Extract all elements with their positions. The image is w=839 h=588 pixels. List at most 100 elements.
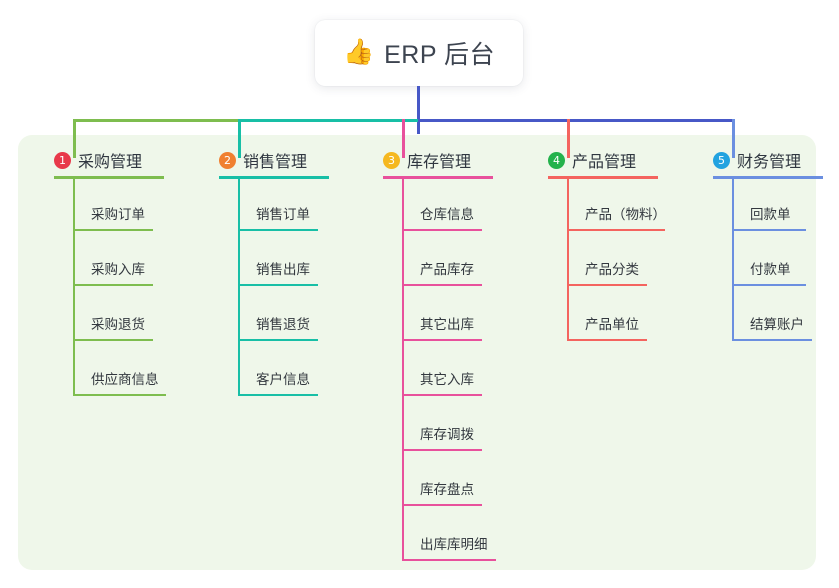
leaf-item-label: 其它入库 <box>420 372 474 387</box>
leaf-item[interactable]: 产品（物料） <box>567 176 666 231</box>
branch-header-5[interactable]: 5 财务管理 <box>695 145 801 175</box>
leaf-item[interactable]: 回款单 <box>732 176 806 231</box>
leaf-item-underline <box>73 339 153 341</box>
leaf-item-label: 结算账户 <box>750 317 804 332</box>
leaf-item-underline <box>402 504 482 506</box>
branch-title-3: 库存管理 <box>407 154 472 171</box>
root-node-card[interactable]: 👍 ERP 后台 <box>315 20 523 86</box>
branch-column-5: 5 财务管理回款单付款单结算账户 <box>695 145 823 341</box>
leaf-item-underline <box>73 284 153 286</box>
branch-drop-3 <box>402 119 405 158</box>
branch-badge-5: 5 <box>713 151 730 169</box>
branch-title-2: 销售管理 <box>243 154 308 171</box>
leaf-item-underline <box>732 284 806 286</box>
leaf-item-underline <box>567 339 647 341</box>
branch-column-3: 3 库存管理仓库信息产品库存其它出库其它入库库存调拨库存盘点出库库明细 <box>365 145 496 561</box>
leaf-item-label: 采购订单 <box>91 207 145 222</box>
leaf-item-underline <box>238 394 318 396</box>
leaf-item-label: 销售出库 <box>256 262 310 277</box>
leaf-item-label: 回款单 <box>750 207 791 222</box>
leaf-item[interactable]: 销售出库 <box>238 231 318 286</box>
leaf-item-label: 产品库存 <box>420 262 474 277</box>
leaf-item-label: 销售订单 <box>256 207 310 222</box>
leaf-item[interactable]: 采购入库 <box>73 231 153 286</box>
leaf-item[interactable]: 产品库存 <box>402 231 482 286</box>
leaf-item-label: 采购入库 <box>91 262 145 277</box>
leaf-item-underline <box>402 449 482 451</box>
leaf-item-underline <box>567 284 647 286</box>
leaf-item-label: 库存盘点 <box>420 482 474 497</box>
leaf-item[interactable]: 其它入库 <box>402 341 482 396</box>
leaf-item-underline <box>567 229 665 231</box>
leaf-item-underline <box>73 394 166 396</box>
bus-segment-1 <box>73 119 238 122</box>
bus-segment-2 <box>238 119 418 122</box>
branch-badge-4: 4 <box>548 151 565 169</box>
branch-drop-2 <box>238 119 241 158</box>
branch-spine-2 <box>238 176 240 396</box>
branch-badge-2: 2 <box>219 151 236 169</box>
root-node-title: ERP 后台 <box>384 41 496 69</box>
leaf-item-underline <box>402 284 482 286</box>
diagram-background-panel <box>18 135 816 570</box>
leaf-item-underline <box>402 559 496 561</box>
branch-column-2: 2 销售管理销售订单销售出库销售退货客户信息 <box>201 145 329 396</box>
branch-header-3[interactable]: 3 库存管理 <box>365 145 471 175</box>
leaf-item-label: 产品分类 <box>585 262 639 277</box>
leaf-item[interactable]: 库存盘点 <box>402 451 482 506</box>
leaf-item-underline <box>402 339 482 341</box>
branch-underline-3 <box>383 176 493 179</box>
leaf-item-label: 采购退货 <box>91 317 145 332</box>
leaf-item-label: 付款单 <box>750 262 791 277</box>
leaf-item-label: 其它出库 <box>420 317 474 332</box>
leaf-item-label: 客户信息 <box>256 372 310 387</box>
leaf-item-underline <box>238 229 318 231</box>
branch-header-4[interactable]: 4 产品管理 <box>530 145 636 175</box>
branch-underline-2 <box>219 176 329 179</box>
leaf-item[interactable]: 结算账户 <box>732 286 812 341</box>
leaf-item[interactable]: 销售退货 <box>238 286 318 341</box>
leaf-item-underline <box>402 394 482 396</box>
leaf-item[interactable]: 产品单位 <box>567 286 647 341</box>
branch-underline-1 <box>54 176 164 179</box>
branch-drop-1 <box>73 119 76 158</box>
branch-underline-4 <box>548 176 658 179</box>
leaf-item[interactable]: 客户信息 <box>238 341 318 396</box>
leaf-item-underline <box>732 339 812 341</box>
branch-title-5: 财务管理 <box>737 154 802 171</box>
branch-drop-5 <box>732 119 735 158</box>
branch-spine-5 <box>732 176 734 341</box>
branch-underline-5 <box>713 176 823 179</box>
leaf-item[interactable]: 采购退货 <box>73 286 153 341</box>
leaf-item-label: 出库库明细 <box>420 537 488 552</box>
leaf-item-label: 产品（物料） <box>585 207 666 222</box>
thumbs-up-icon: 👍 <box>342 37 375 66</box>
leaf-item[interactable]: 采购订单 <box>73 176 153 231</box>
branch-column-4: 4 产品管理产品（物料） 产品分类产品单位 <box>530 145 666 341</box>
leaf-item[interactable]: 销售订单 <box>238 176 318 231</box>
leaf-item-label: 销售退货 <box>256 317 310 332</box>
branch-badge-3: 3 <box>383 151 400 169</box>
branch-spine-4 <box>567 176 569 341</box>
branch-title-1: 采购管理 <box>78 154 143 171</box>
root-trunk-connector <box>417 86 420 134</box>
branch-header-1[interactable]: 1 采购管理 <box>36 145 142 175</box>
leaf-item[interactable]: 产品分类 <box>567 231 647 286</box>
branch-header-2[interactable]: 2 销售管理 <box>201 145 307 175</box>
leaf-item[interactable]: 仓库信息 <box>402 176 482 231</box>
branch-column-1: 1 采购管理采购订单采购入库采购退货供应商信息 <box>36 145 166 396</box>
leaf-item[interactable]: 付款单 <box>732 231 806 286</box>
branch-badge-1: 1 <box>54 151 71 169</box>
leaf-item[interactable]: 供应商信息 <box>73 341 166 396</box>
leaf-item[interactable]: 出库库明细 <box>402 506 496 561</box>
leaf-item-label: 库存调拨 <box>420 427 474 442</box>
bus-segment-3 <box>418 119 734 122</box>
leaf-item-label: 仓库信息 <box>420 207 474 222</box>
leaf-item-underline <box>238 284 318 286</box>
leaf-item[interactable]: 库存调拨 <box>402 396 482 451</box>
leaf-item-underline <box>73 229 153 231</box>
branch-title-4: 产品管理 <box>572 154 637 171</box>
leaf-item[interactable]: 其它出库 <box>402 286 482 341</box>
branch-drop-4 <box>567 119 570 158</box>
